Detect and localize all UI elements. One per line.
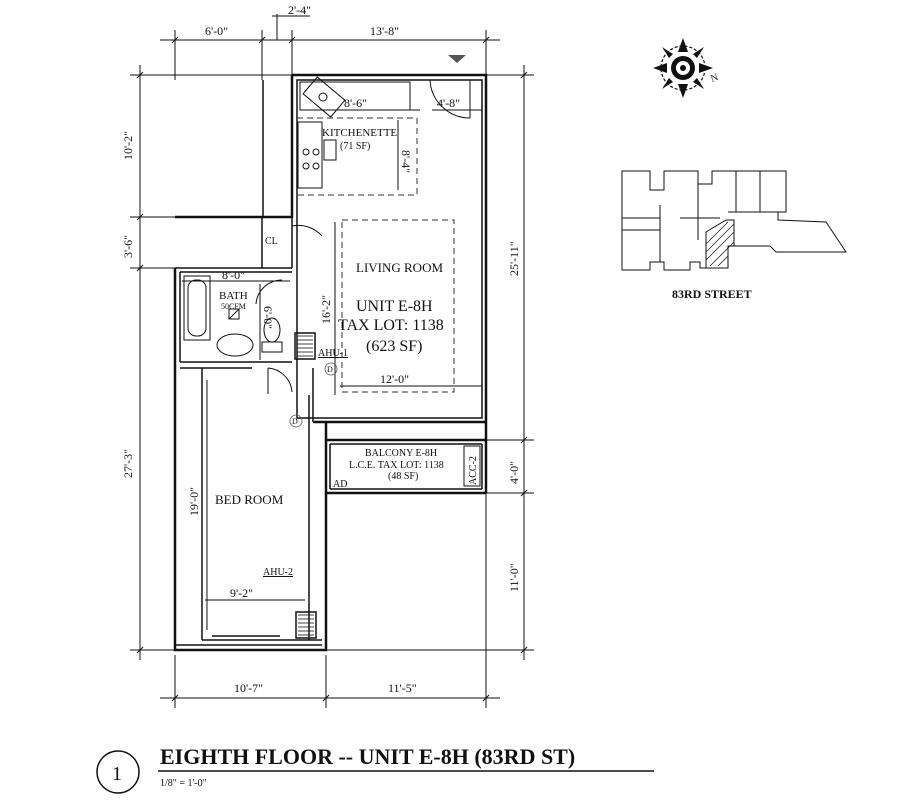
living-room-label: LIVING ROOM (356, 260, 443, 275)
dim-left-upper: 10'-2" (121, 131, 135, 160)
balcony-area-label: (48 SF) (388, 471, 418, 482)
dim-right-main: 25'-11" (507, 241, 521, 276)
exterior-walls (173, 73, 488, 652)
dim-right-balcony: 4'-0" (507, 461, 521, 484)
street-label: 83RD STREET (672, 287, 752, 301)
dim-kitchen-width: 8'-6" (344, 96, 367, 110)
dim-bath-width: 8'-0" (222, 268, 245, 282)
bath-fixtures (183, 275, 283, 357)
unit-label: UNIT E-8H (356, 298, 433, 315)
d-marker-2 (289, 414, 303, 428)
dim-door-swing: 4'-8" (437, 96, 460, 110)
dim-bath-depth: 6'-0" (261, 306, 275, 329)
compass-rose-icon (653, 38, 713, 98)
acc-2-label: ACC-2 (468, 456, 479, 485)
kitchenette-label: KITCHENETTE (322, 127, 397, 139)
dim-bed-width: 9'-2" (230, 586, 253, 600)
d-marker-2-label: D (292, 417, 298, 426)
interior-walls (175, 79, 483, 646)
ahu-1-label: AHU-1 (318, 348, 348, 359)
acc-2-unit (463, 445, 481, 487)
right-dimension-lines (326, 65, 534, 660)
key-plan (621, 170, 847, 271)
dim-right-lower: 11'-0" (507, 563, 521, 592)
dim-top-right: 13'-8" (370, 24, 399, 38)
closet-label: CL (265, 236, 278, 247)
top-dimension-lines (160, 14, 500, 80)
dim-top-notch: 2'-4" (288, 3, 311, 17)
bath-label: BATH (219, 290, 248, 302)
dim-left-mid: 3'-6" (121, 235, 135, 258)
kitchenette-zone (297, 117, 455, 393)
ahu-1-unit (294, 332, 316, 360)
bedroom-label: BED ROOM (215, 492, 284, 507)
dim-living-width: 12'-0" (380, 372, 409, 386)
area-drain-label: AD (333, 479, 347, 490)
drawing-number-circle (96, 750, 140, 794)
bottom-dimension-lines (160, 493, 500, 708)
living-area-label: (623 SF) (366, 338, 422, 355)
d-marker-1-label: D (327, 365, 333, 374)
interior-dimension-lines (182, 109, 482, 630)
kitchen-appliances (297, 76, 411, 189)
bath-fan-label: 50CFM (221, 302, 246, 311)
d-marker-1 (324, 362, 338, 376)
triangle-marker-icon (448, 55, 466, 63)
balcony-lce-label: L.C.E. TAX LOT: 1138 (349, 460, 444, 471)
key-plan-unit-highlight (705, 219, 735, 269)
dim-left-lower: 27'-3" (121, 449, 135, 478)
ahu-2-unit (295, 611, 317, 639)
kitchenette-area: (71 SF) (340, 141, 370, 152)
dim-living-depth: 16'-2" (319, 295, 333, 324)
dim-kitchen-depth: 8'-4" (399, 150, 413, 173)
ahu-2-label: AHU-2 (263, 567, 293, 578)
door-swings (255, 79, 471, 394)
dim-bed-depth: 19'-0" (187, 487, 201, 516)
drawing-title: EIGHTH FLOOR -- UNIT E-8H (83RD ST) (160, 744, 575, 769)
dim-top-left: 6'-0" (205, 24, 228, 38)
balcony-label: BALCONY E-8H (365, 448, 437, 459)
compass-north-label: N (709, 72, 720, 85)
drawing-scale: 1/8" = 1'-0" (160, 778, 207, 789)
drawing-number: 1 (112, 763, 122, 785)
dim-bottom-left: 10'-7" (234, 681, 263, 695)
dim-bottom-right: 11'-5" (388, 681, 417, 695)
tax-lot-label: TAX LOT: 1138 (338, 317, 444, 334)
